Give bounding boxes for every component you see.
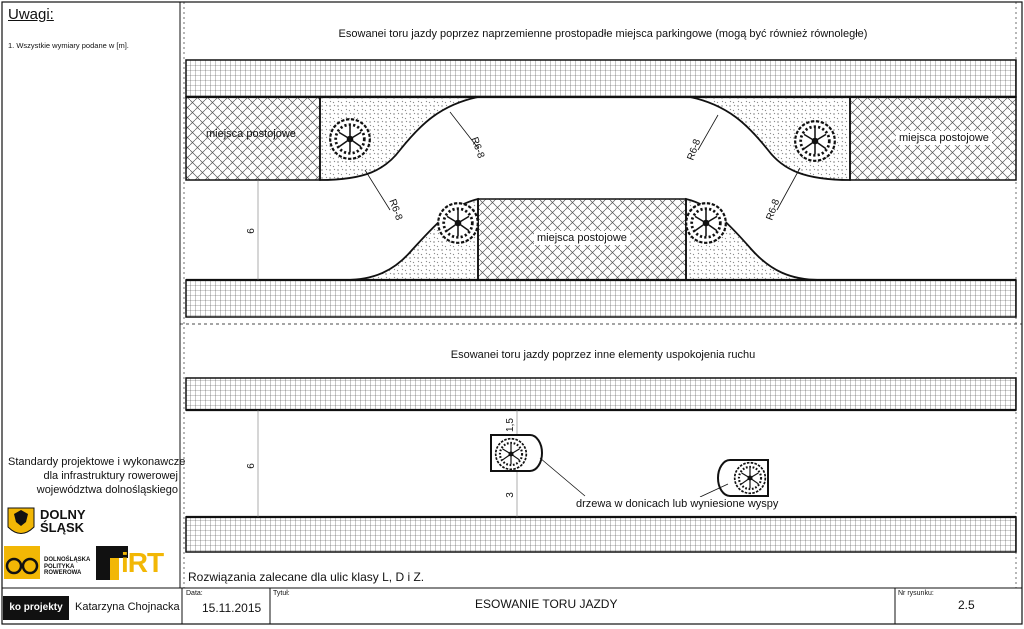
top-street-plan	[185, 59, 1017, 318]
notes-heading: Uwagi:	[8, 6, 54, 23]
title-label: Tytuł:	[273, 590, 290, 597]
standards-line-2: dla infrastruktury rowerowej	[43, 470, 179, 482]
top-sidewalk-upper	[185, 59, 1017, 98]
label-parking-center: miejsca postojowe	[534, 231, 630, 245]
date-label: Data:	[186, 590, 203, 597]
number-label: Nr rysunku:	[898, 590, 934, 597]
logo-polityka-text: DOLNOŚLĄSKA POLITYKA ROWEROWA	[44, 557, 90, 577]
curb-left-upper	[319, 96, 479, 181]
bottom-width-dimension: 6	[245, 463, 257, 469]
standards-line-3: województwa dolnośląskiego	[36, 484, 178, 496]
planter-leaders	[539, 457, 729, 498]
logo-dolny-line: DOLNY	[40, 507, 86, 522]
top-sidewalk-lower	[185, 279, 1017, 318]
logo-polityka-line-1: DOLNOŚLĄSKA	[44, 557, 91, 563]
planter-label: drzewa w donicach lub wyniesione wyspy	[573, 497, 782, 511]
tree-center-left	[436, 201, 480, 245]
standards-text: Standardy projektowe i wykonawcze dla in…	[8, 455, 186, 497]
logo-slask-line: ŚLĄSK	[40, 520, 85, 535]
logo-irt-mark	[96, 546, 128, 580]
label-parking-right: miejsca postojowe	[896, 131, 992, 145]
standards-line-1: Standardy projektowe i wykonawcze	[8, 456, 186, 468]
tree-top-right	[793, 119, 837, 163]
drawing-number: 2.5	[958, 598, 975, 612]
top-section-title: Esowanei toru jazdy poprzez naprzemienne…	[338, 28, 868, 40]
tree-top-left	[328, 117, 372, 161]
logo-dolny-slask-text: DOLNY ŚLĄSK	[40, 508, 86, 534]
bottom-street-plan	[185, 377, 1017, 553]
top-width-dimension: 6	[245, 228, 257, 234]
logo-go-text: GO	[6, 566, 8, 567]
company-badge: ko projekty	[3, 596, 69, 620]
logo-irt-text: iRT	[121, 547, 164, 578]
planter-1-tree	[494, 437, 528, 471]
drawing-title: ESOWANIE TORU JAZDY	[475, 597, 618, 611]
logo-polityka-line-2: POLITYKA	[44, 563, 75, 570]
bottom-sidewalk-lower	[185, 516, 1017, 553]
planter-2-tree	[733, 461, 767, 495]
label-parking-left: miejsca postojowe	[206, 128, 296, 140]
notes-item: 1. Wszystkie wymiary podane w [m].	[8, 41, 129, 50]
radius-leaders	[364, 111, 801, 211]
dimension-lower: 3	[504, 492, 516, 498]
logo-dolny-slask-crest	[7, 507, 35, 534]
bottom-section-title: Esowanei toru jazdy poprzez inne element…	[450, 349, 756, 361]
date-value: 15.11.2015	[202, 601, 262, 615]
bottom-sidewalk-upper	[185, 377, 1017, 411]
logo-polityka-line-3: ROWEROWA	[44, 570, 82, 576]
tree-center-right	[684, 201, 728, 245]
recommendation-text: Rozwiązania zalecane dla ulic klasy L, D…	[188, 570, 425, 584]
dimension-upper: 1,5	[504, 418, 516, 432]
logo-go-mark	[4, 546, 40, 579]
author-name: Katarzyna Chojnacka	[75, 601, 180, 613]
